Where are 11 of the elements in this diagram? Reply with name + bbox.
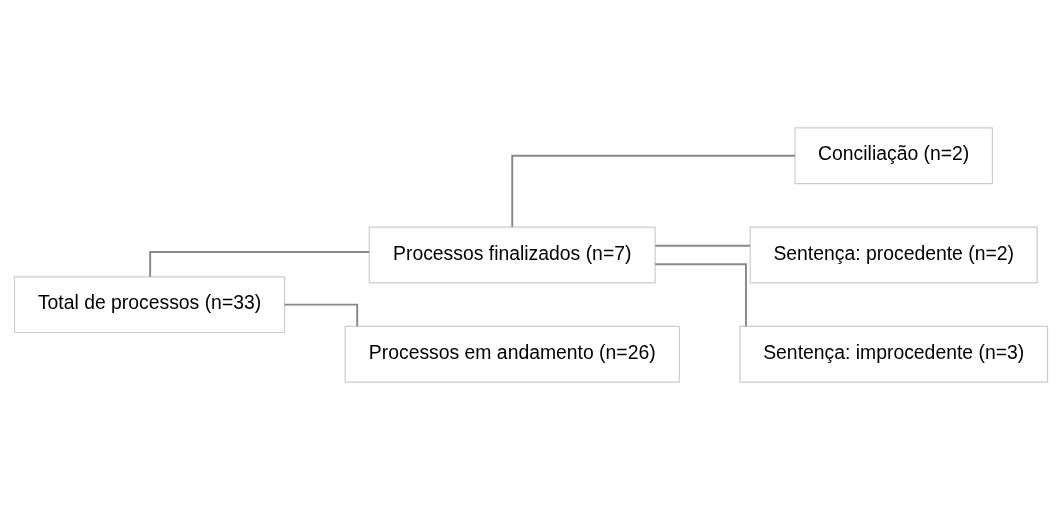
node-box: Sentença: improcedente (n=3) bbox=[739, 325, 1049, 383]
node-box: Conciliação (n=2) bbox=[794, 126, 993, 184]
connector bbox=[511, 154, 796, 228]
connector bbox=[149, 250, 371, 278]
connector bbox=[654, 262, 747, 327]
node-box: Sentença: procedente (n=2) bbox=[749, 226, 1038, 283]
node-box: Processos em andamento (n=26) bbox=[344, 325, 680, 383]
node-box: Processos finalizados (n=7) bbox=[368, 226, 656, 283]
connector bbox=[654, 244, 752, 247]
node-box: Total de processos (n=33) bbox=[13, 275, 286, 333]
connector bbox=[283, 303, 359, 327]
